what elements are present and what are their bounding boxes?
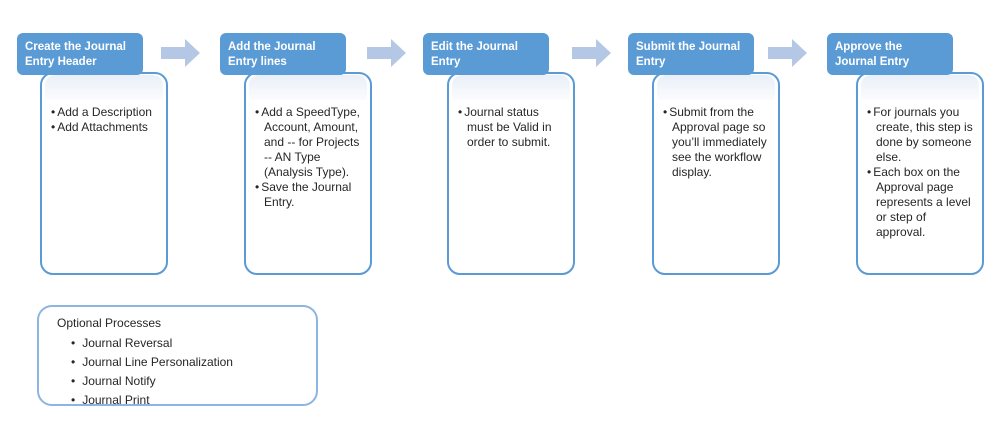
optional-process-item: Journal Print (71, 391, 310, 410)
optional-process-item: Journal Notify (71, 372, 310, 391)
step-bullet-list: Journal status must be Valid in order to… (449, 105, 573, 150)
step-body-top-band (45, 75, 163, 100)
step-bullet: Submit from the Approval page so you’ll … (663, 105, 772, 180)
arrow-right-icon (161, 39, 200, 67)
arrow-right-icon (367, 39, 406, 67)
step-bullet: Save the Journal Entry. (255, 180, 364, 210)
step-body-top-band (861, 75, 979, 100)
step-bullet-list: Add a SpeedType, Account, Amount, and --… (246, 105, 370, 210)
step-body-create: Add a Description Add Attachments (40, 72, 168, 275)
step-header-edit: Edit the Journal Entry (423, 33, 549, 75)
optional-processes-title: Optional Processes (57, 316, 162, 330)
step-bullet: Add Attachments (51, 120, 160, 135)
step-header-submit: Submit the Journal Entry (628, 33, 754, 75)
arrow-right-icon (572, 39, 611, 67)
step-bullet-list: Submit from the Approval page so you’ll … (654, 105, 778, 180)
step-bullet: For journals you create, this step is do… (867, 105, 976, 165)
step-body-edit: Journal status must be Valid in order to… (447, 72, 575, 275)
step-header-approve: Approve the Journal Entry (827, 33, 953, 75)
optional-processes-box: Optional Processes Journal Reversal Jour… (37, 305, 318, 407)
step-bullet: Add a Description (51, 105, 160, 120)
step-bullet: Add a SpeedType, Account, Amount, and --… (255, 105, 364, 180)
step-bullet-list: Add a Description Add Attachments (42, 105, 166, 135)
step-bullet: Each box on the Approval page represents… (867, 165, 976, 240)
step-body-top-band (657, 75, 775, 100)
optional-processes-list: Journal Reversal Journal Line Personaliz… (57, 334, 310, 410)
step-body-submit: Submit from the Approval page so you’ll … (652, 72, 780, 275)
arrow-right-icon (768, 39, 807, 67)
step-header-create: Create the Journal Entry Header (17, 33, 143, 75)
step-bullet-list: For journals you create, this step is do… (858, 105, 982, 240)
step-body-approve: For journals you create, this step is do… (856, 72, 984, 275)
optional-process-item: Journal Line Personalization (71, 353, 310, 372)
step-body-top-band (249, 75, 367, 100)
step-header-add-lines: Add the Journal Entry lines (220, 33, 346, 75)
step-body-top-band (452, 75, 570, 100)
optional-process-item: Journal Reversal (71, 334, 310, 353)
step-body-add-lines: Add a SpeedType, Account, Amount, and --… (244, 72, 372, 275)
step-bullet: Journal status must be Valid in order to… (458, 105, 567, 150)
